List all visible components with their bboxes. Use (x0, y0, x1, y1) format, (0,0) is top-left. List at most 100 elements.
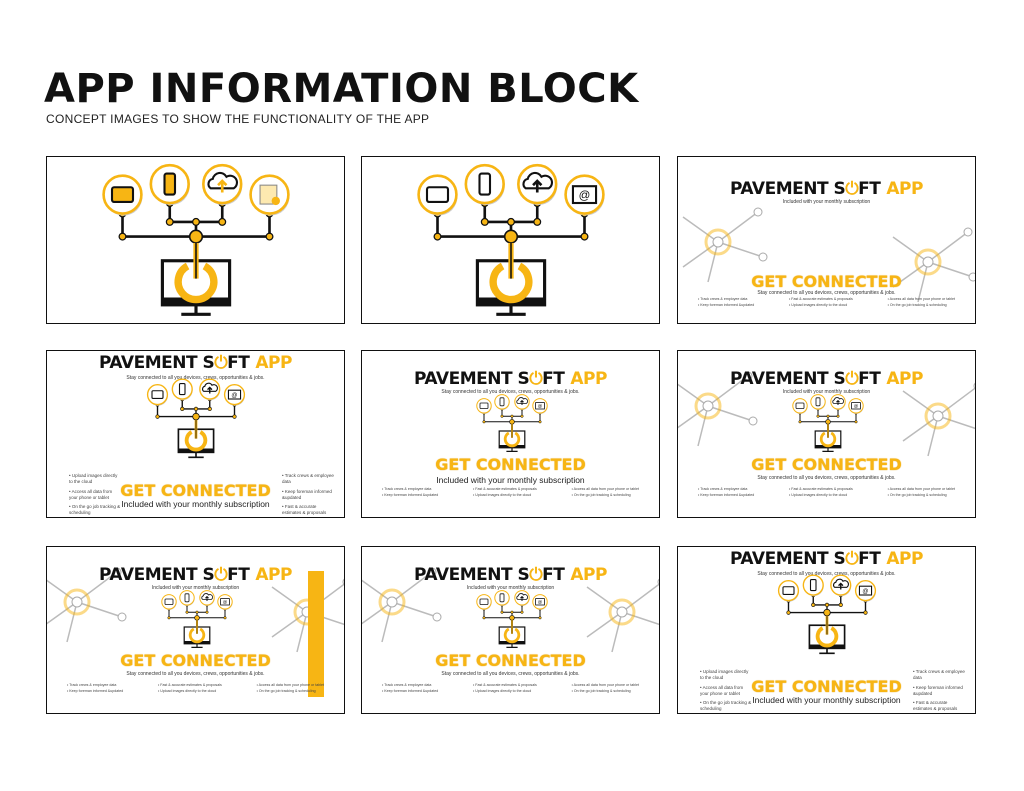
title-pavement: PAVEMENT S (730, 369, 846, 389)
network-background-graphic (902, 382, 975, 457)
included-subtitle: Included with your monthly subscription (782, 389, 871, 395)
included-subtitle: Included with your monthly subscription (436, 475, 585, 485)
feature-bullet: • Track crews & employee data (913, 669, 965, 680)
cloud-upload-icon (202, 163, 243, 206)
feature-list-left: • Upload images directly to the cloud• A… (69, 473, 121, 517)
feature-bullet: • Access all data from your phone or tab… (571, 683, 639, 687)
phone-icon (464, 163, 505, 206)
feature-column: • Fast & accurate estimates & proposals •… (789, 297, 853, 309)
feature-columns: • Track crews & employee data• Keep fore… (382, 683, 639, 695)
node-dot (826, 414, 830, 418)
title-app: APP (886, 369, 923, 389)
power-o-icon: ⏻ (529, 565, 543, 585)
phone-icon (171, 378, 193, 401)
network-background-graphic (362, 567, 442, 643)
node-dot (533, 217, 542, 226)
node-dot (863, 610, 868, 615)
tablet-icon (161, 594, 177, 610)
node-dot (482, 616, 486, 620)
title-app: APP (255, 353, 292, 373)
feature-column: • Fast & accurate estimates & proposals•… (473, 487, 537, 499)
tagline: Stay connected to all you devices, crews… (757, 571, 896, 577)
phone-icon (149, 163, 190, 206)
tagline: Stay connected to all you devices, crews… (757, 475, 896, 481)
tagline: Stay connected to all you devices, crews… (126, 671, 265, 677)
node-dot (816, 414, 820, 418)
get-connected-heading: GET CONNECTED (751, 272, 902, 291)
feature-column: • Access all data from your phone or tab… (888, 297, 955, 309)
email-icon: @ (564, 174, 605, 216)
node-dot (811, 602, 816, 607)
cloud-upload-icon (830, 394, 846, 410)
feature-bullet: • On the go job tracking & scheduling (700, 700, 752, 712)
feature-bullet: • Fast & accurate estimates & proposals (789, 297, 853, 301)
feature-bullet: • On the go job tracking & scheduling (887, 303, 947, 307)
feature-bullet: • Fast & accurate estimates & proposals (158, 683, 222, 687)
device-network-diagram: @ (777, 574, 877, 655)
node-dot (510, 610, 514, 614)
node-dot (185, 610, 189, 614)
cloud-upload-icon (199, 590, 215, 606)
device-network-diagram (102, 163, 290, 316)
network-background-graphic (682, 207, 768, 283)
title-pavement: PAVEMENT S (414, 565, 530, 585)
device-network-diagram: @ (161, 590, 233, 648)
node-dot (838, 602, 843, 607)
node-dot (165, 217, 174, 226)
svg-text:@: @ (579, 190, 591, 202)
feature-bullet: • Fast & accurate estimates & proposals (913, 700, 958, 712)
title-app: APP (886, 179, 923, 199)
node-dot (193, 406, 199, 411)
title-soft-ft: FT (542, 565, 565, 585)
get-connected-heading: GET CONNECTED (751, 455, 902, 474)
power-o-icon: ⏻ (845, 549, 859, 569)
feature-bullet: • Upload images directly to the cloud (473, 689, 532, 693)
monitor-icon (808, 615, 846, 655)
hub-dot (823, 608, 831, 617)
title-app: APP (886, 549, 923, 569)
feature-columns: • Track crews & employee data• Keep fore… (698, 487, 955, 499)
device-network-diagram: @ (417, 163, 605, 316)
feature-bullet: • Upload images directly to the cloud (789, 303, 848, 307)
node-dot (167, 616, 171, 620)
get-connected-heading: GET CONNECTED (435, 651, 586, 670)
node-dot (798, 420, 802, 424)
node-dot (155, 414, 160, 419)
feature-column: • Fast & accurate estimates & proposals •… (473, 683, 537, 695)
monitor-icon (160, 242, 232, 316)
feature-bullet: • Fast & accurate estimates & proposals (473, 683, 537, 687)
get-connected-heading: GET CONNECTED (120, 651, 271, 670)
device-network-diagram: @ (792, 394, 864, 452)
node-dot (195, 610, 199, 614)
monitor-icon (183, 620, 211, 648)
feature-bullet: • Access all data from your phone or tab… (887, 297, 955, 301)
power-o-icon: ⏻ (214, 565, 228, 585)
email-icon: @ (848, 398, 864, 414)
node-dot (218, 217, 227, 226)
feature-bullet: • Upload images directly to the cloud (473, 493, 532, 497)
feature-bullet: • Track crews & employee data (698, 487, 748, 491)
title-soft-ft: FT (227, 565, 250, 585)
feature-bullet: • Upload images directly to the cloud (158, 689, 217, 693)
feature-bullet: • On the go job tracking & scheduling (571, 493, 631, 497)
feature-bullet: • Access all data from your phone or tab… (700, 684, 744, 696)
feature-bullet: • Keep foreman informed &updated (382, 493, 439, 497)
tagline: Stay connected to all you devices, crews… (441, 389, 580, 395)
node-dot (118, 232, 127, 241)
phone-icon (802, 574, 824, 597)
email-icon: @ (217, 594, 233, 610)
node-dot (205, 610, 209, 614)
node-dot (480, 217, 489, 226)
feature-bullet: • Fast & accurate estimates & proposals (282, 504, 327, 516)
title-pavement: PAVEMENT S (414, 369, 530, 389)
feature-bullet: • On the go job tracking & scheduling (887, 493, 947, 497)
feature-column: • Access all data from your phone or tab… (888, 487, 955, 499)
feature-column: • Access all data from your phone or tab… (572, 683, 639, 695)
title-app: APP (570, 565, 607, 585)
feature-bullet: • Access all data from your phone or tab… (69, 488, 113, 500)
title-pavement: PAVEMENT S (99, 353, 215, 373)
